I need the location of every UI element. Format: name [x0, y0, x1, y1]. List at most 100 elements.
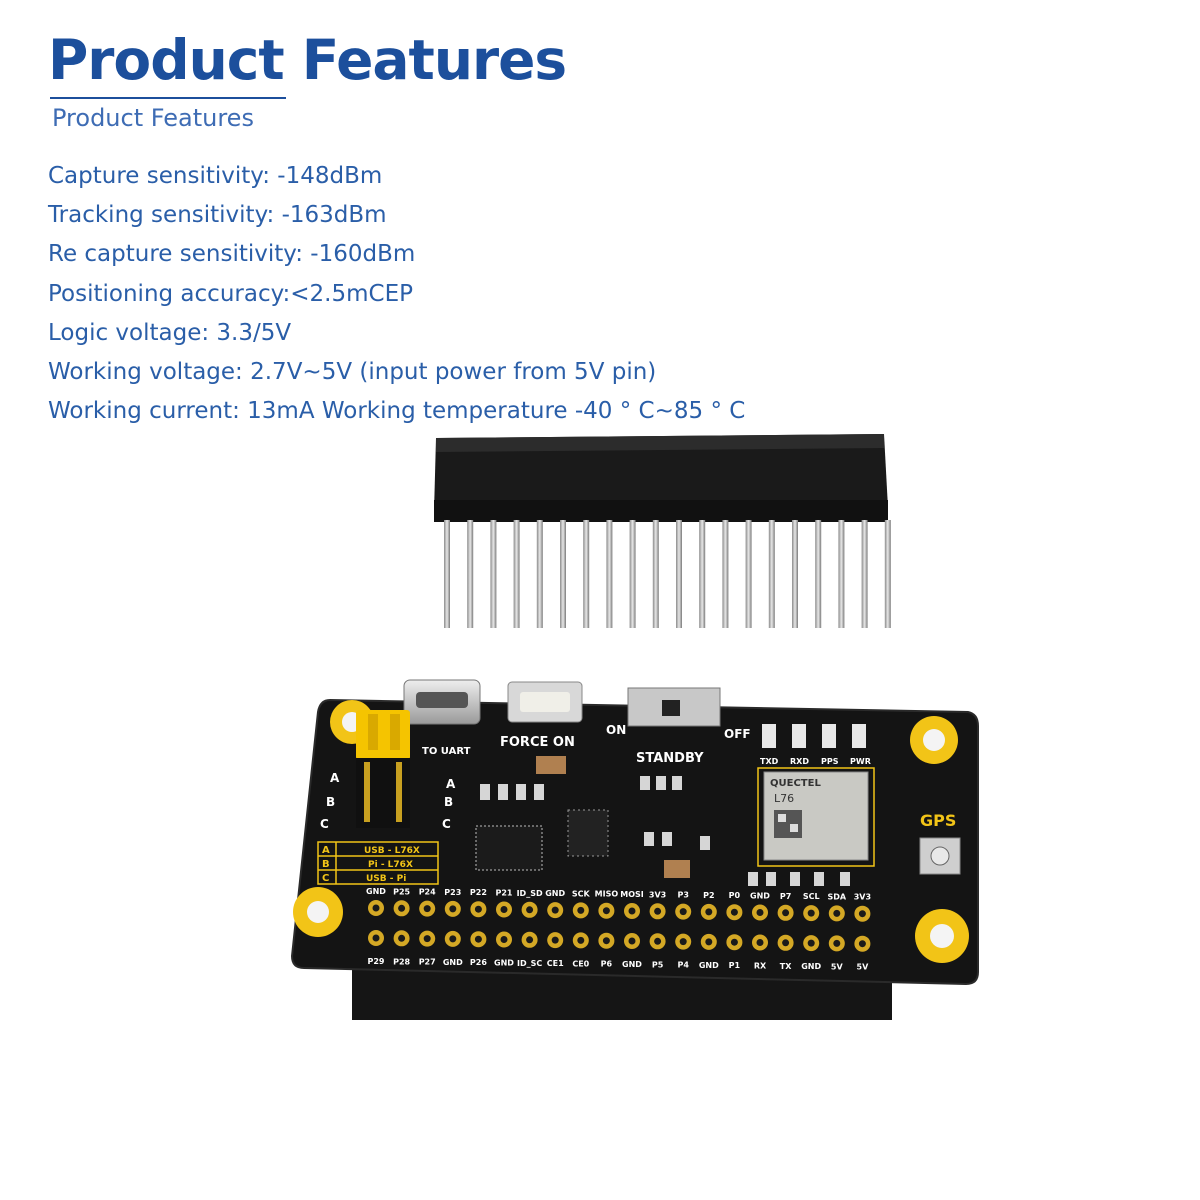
gpio-pin-label: 3V3	[854, 893, 871, 902]
gpio-pin-label: P0	[729, 891, 741, 900]
gpio-pin-label: GND	[801, 962, 821, 971]
gpio-pin-label: GND	[750, 892, 770, 901]
mounting-hole-bl	[293, 887, 343, 937]
gpio-hole-center	[423, 905, 431, 913]
gpio-hole-center	[577, 936, 585, 944]
product-photo: TO UART FORCE ON ON OFF STANDBY A B C	[290, 434, 979, 1020]
off-label: OFF	[724, 727, 751, 741]
feature-tracking-sensitivity: Tracking sensitivity: -163dBm	[48, 202, 387, 229]
header-pin	[444, 520, 450, 628]
gpio-pin-label: P4	[677, 961, 689, 970]
gpio-pin-label: P6	[601, 960, 613, 969]
gpio-hole-center	[474, 935, 482, 943]
gpio-hole-center	[449, 935, 457, 943]
gpio-pin-label: P1	[729, 961, 741, 970]
gpio-pin-label: P5	[652, 960, 664, 969]
svg-text:C: C	[442, 817, 451, 831]
gpio-pin-label: P7	[780, 892, 791, 901]
header-pin	[676, 520, 682, 628]
force-on-button: FORCE ON	[500, 681, 583, 750]
gpio-hole-center	[679, 938, 687, 946]
led-label-pwr: PWR	[850, 757, 871, 766]
gpio-hole-center	[372, 904, 380, 912]
gpio-pin-label: P27	[419, 958, 436, 967]
micro-usb-port: TO UART	[403, 679, 481, 757]
header-pin	[699, 520, 706, 628]
gpio-hole-center	[756, 909, 764, 916]
gpio-hole-center	[526, 936, 534, 944]
mode-row-a-key: A	[322, 845, 330, 856]
gpio-hole-center	[551, 906, 559, 914]
gpio-pin-label: CE0	[572, 959, 589, 968]
gpio-hole-center	[551, 936, 559, 944]
gpio-pin-label: ID_SD	[517, 889, 543, 898]
header-pins	[444, 520, 891, 628]
feature-recapture-sensitivity: Re capture sensitivity: -160dBm	[48, 241, 416, 268]
on-label: ON	[606, 723, 626, 737]
gpio-pin-label: GND	[443, 958, 463, 967]
gpio-hole-center	[398, 904, 406, 912]
gpio-hole-center	[705, 938, 713, 946]
mode-row-c-value: USB - Pi	[366, 874, 406, 884]
gpio-pin-label: SCL	[803, 892, 820, 901]
led-label-pps: PPS	[821, 757, 839, 766]
microcontroller-chip	[475, 825, 543, 871]
gpio-pin-label: 5V	[857, 963, 870, 972]
header-pin	[583, 520, 590, 628]
mounting-hole-tr	[910, 716, 958, 764]
gpio-pin-label: SDA	[828, 892, 847, 901]
gpio-hole-center	[858, 940, 866, 948]
gpio-hole-center	[756, 939, 764, 946]
gpio-hole-center	[628, 937, 636, 945]
gpio-pin-label: SCK	[572, 889, 591, 898]
gpio-hole-center	[654, 907, 662, 915]
page-title: Product Features	[48, 28, 567, 92]
status-leds: TXD RXD PPS PWR	[760, 724, 871, 766]
header-pin	[861, 520, 868, 628]
gpio-hole-center	[602, 937, 610, 945]
gpio-hole-center	[807, 909, 815, 917]
gpio-pin-label: P23	[444, 888, 461, 897]
gpio-hole-center	[730, 908, 738, 916]
gpio-hole-center	[858, 910, 866, 918]
gpio-hole-center	[833, 939, 841, 947]
gpio-hole-center	[833, 909, 841, 917]
mode-row-a-value: USB - L76X	[364, 846, 420, 856]
gpio-hole-center	[398, 934, 406, 942]
gpio-hole-center	[807, 939, 815, 947]
gpio-hole-center	[602, 907, 610, 915]
gpio-hole-center	[372, 934, 380, 942]
gpio-hole-center	[782, 939, 790, 947]
header-pin	[490, 520, 497, 628]
module-brand: QUECTEL	[770, 778, 821, 789]
to-uart-label: TO UART	[422, 746, 471, 757]
standby-switch: ON OFF STANDBY	[606, 687, 751, 766]
header-pin	[652, 520, 659, 628]
gpio-pin-label: GND	[699, 961, 719, 970]
capacitor	[536, 756, 690, 878]
standby-label: STANDBY	[636, 751, 704, 766]
gpio-pin-label: P29	[368, 957, 385, 966]
gpio-hole-center	[474, 905, 482, 913]
gpio-pin-label: P21	[496, 889, 513, 898]
gpio-hole-center	[500, 906, 508, 913]
ic-chip	[567, 809, 609, 857]
gpio-pin-label: P2	[703, 891, 714, 900]
header-pin	[560, 520, 566, 628]
header-pin	[722, 520, 729, 628]
title-underline	[50, 97, 286, 99]
mode-row-c-key: C	[322, 873, 329, 884]
page-subtitle: Product Features	[52, 104, 254, 132]
antenna-connector: GPS	[919, 811, 961, 875]
svg-text:B: B	[444, 795, 453, 809]
gpio-pin-label: GND	[494, 959, 514, 968]
mode-row-b-value: Pi - L76X	[368, 860, 413, 870]
gpio-hole-center	[782, 909, 790, 917]
gpio-hole-center	[423, 935, 431, 943]
gpio-hole-center	[577, 906, 585, 914]
gpio-hole-center	[500, 936, 508, 943]
gpio-hole-center	[705, 908, 713, 916]
gpio-pin-label: P3	[677, 891, 688, 900]
header-pin	[536, 520, 543, 628]
